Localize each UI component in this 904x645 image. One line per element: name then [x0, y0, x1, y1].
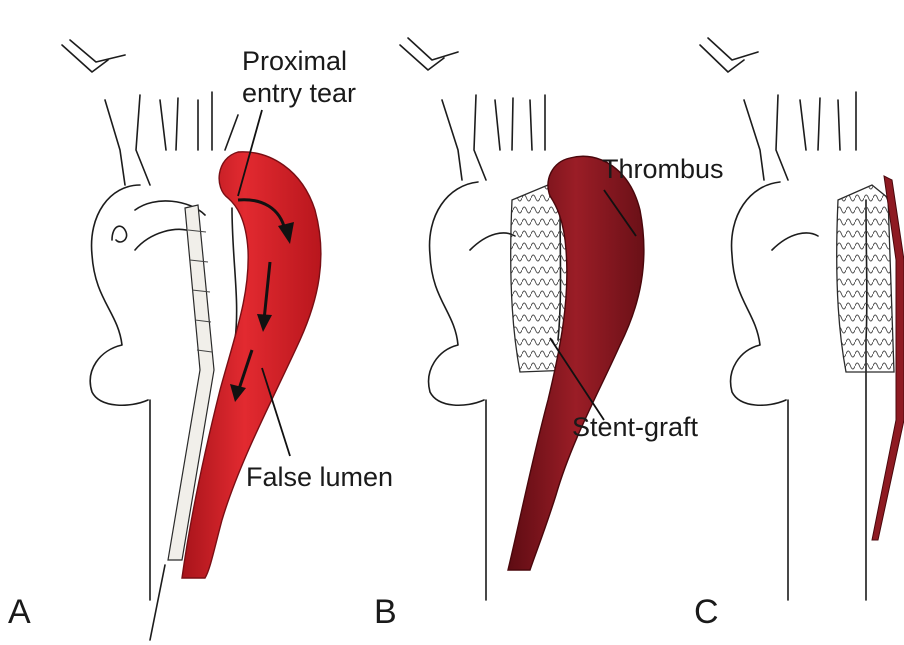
neck-vessels-a [62, 40, 238, 185]
panel-a [62, 40, 321, 640]
aortic-arch-a [90, 185, 192, 405]
label-entry-tear-line1: Proximal [242, 46, 347, 77]
panel-b [400, 38, 644, 600]
panel-letter-c: C [694, 594, 719, 630]
label-false-lumen: False lumen [246, 462, 393, 493]
label-thrombus: Thrombus [602, 154, 724, 185]
stent-graft-c [837, 185, 894, 372]
neck-vessels-b [400, 38, 545, 180]
panel-c [700, 38, 904, 600]
label-stent-graft: Stent-graft [572, 412, 698, 443]
label-entry-tear-line2: entry tear [242, 78, 356, 109]
panel-letter-b: B [374, 594, 397, 630]
panel-letter-a: A [8, 594, 31, 630]
